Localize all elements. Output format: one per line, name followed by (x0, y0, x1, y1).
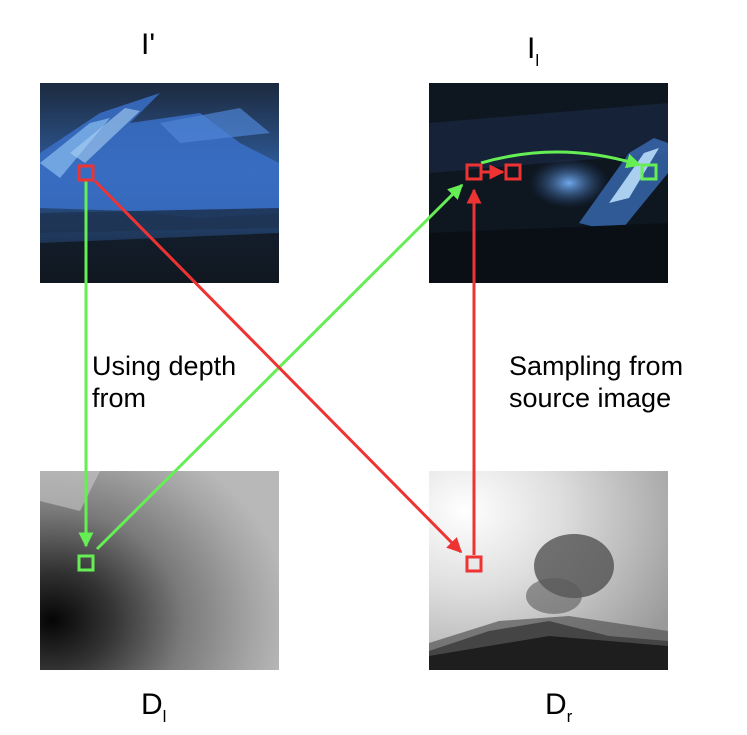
caption-using-depth-line1: Using depth (92, 351, 237, 381)
label-d-left: Dl (141, 688, 167, 726)
label-i-prime: I' (141, 30, 155, 60)
caption-sampling-line2: source image (509, 383, 672, 413)
caption-sampling-line1: Sampling from (509, 351, 684, 381)
marker-red-i-left-shifted (504, 163, 522, 181)
marker-green-i-left (640, 163, 658, 181)
image-i-left (429, 83, 668, 283)
marker-green-depth-left (77, 554, 95, 572)
caption-using-depth-line2: from (92, 383, 146, 413)
label-d-right: Dr (545, 688, 573, 726)
label-i-left-main: I (527, 32, 536, 65)
marker-red-i-left (465, 163, 483, 181)
marker-red-i-prime (77, 164, 95, 182)
caption-sampling: Sampling from source image (509, 350, 729, 414)
caption-using-depth: Using depth from (92, 350, 312, 414)
label-d-left-sub: l (162, 707, 167, 726)
label-i-left: Il (527, 32, 540, 70)
arrow-green-curve (480, 150, 642, 169)
label-d-right-sub: r (566, 707, 573, 726)
label-i-prime-text: I' (141, 28, 156, 61)
arrow-red-diagonal (93, 179, 463, 554)
label-d-right-main: D (545, 688, 567, 721)
image-i-prime (40, 83, 279, 283)
label-d-left-main: D (141, 688, 163, 721)
label-i-left-sub: l (535, 51, 540, 70)
marker-red-depth-right (465, 555, 483, 573)
